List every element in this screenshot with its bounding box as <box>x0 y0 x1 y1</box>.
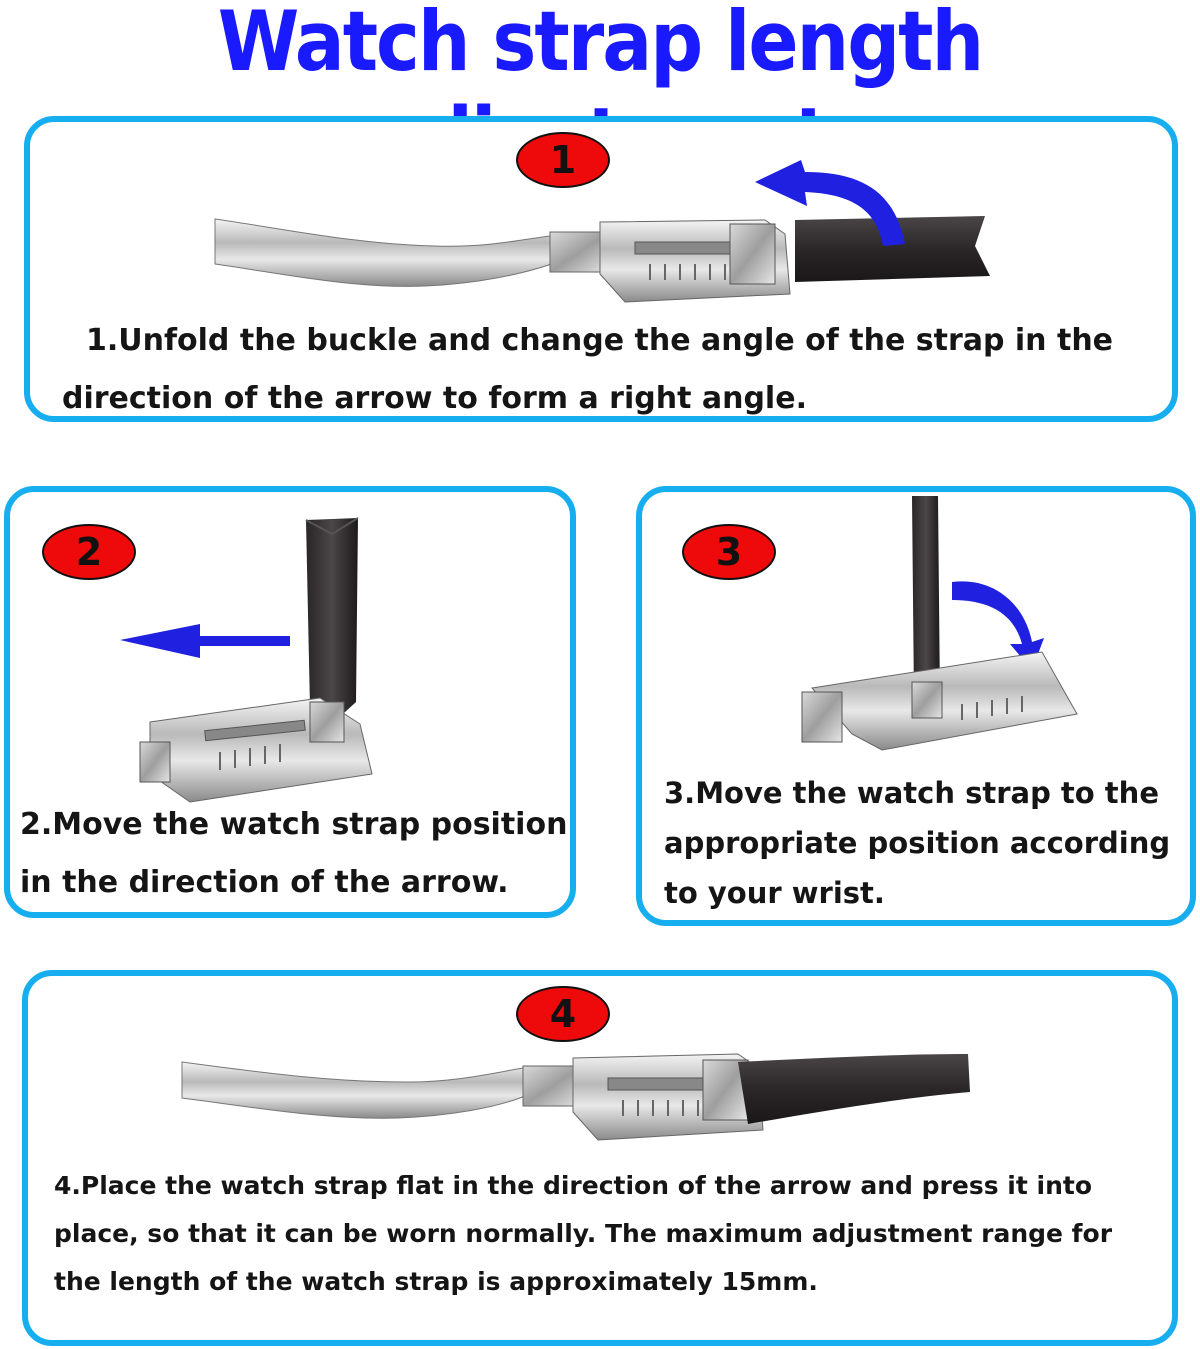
step-1-buckle-illustration <box>214 160 990 303</box>
step-4-badge: 4 <box>516 986 610 1042</box>
step-2-buckle-illustration <box>120 517 373 803</box>
step-4-caption: 4.Place the watch strap flat in the dire… <box>54 1171 1113 1296</box>
step-2-caption: 2.Move the watch strap position in the d… <box>20 807 568 900</box>
step-3-caption: 3.Move the watch strap to the appropriat… <box>664 776 1171 910</box>
step-4-panel: 4 4.Place the watch strap flat in the di… <box>22 970 1178 1346</box>
step-1-panel: 1 1.Unfold the buckle and change the ang… <box>24 116 1178 422</box>
step-1-caption: 1.Unfold the buckle and change the angle… <box>62 323 1114 416</box>
step-1-badge: 1 <box>516 132 610 188</box>
step-2-badge: 2 <box>42 524 136 580</box>
step-3-badge: 3 <box>682 524 776 580</box>
step-2-panel: 2 2.Move the watch strap position in the… <box>4 486 576 918</box>
step-3-panel: 3 3.Move the watch strap to the appropri… <box>636 486 1196 926</box>
step-3-buckle-illustration <box>801 496 1078 751</box>
step-4-buckle-illustration <box>181 1053 970 1141</box>
